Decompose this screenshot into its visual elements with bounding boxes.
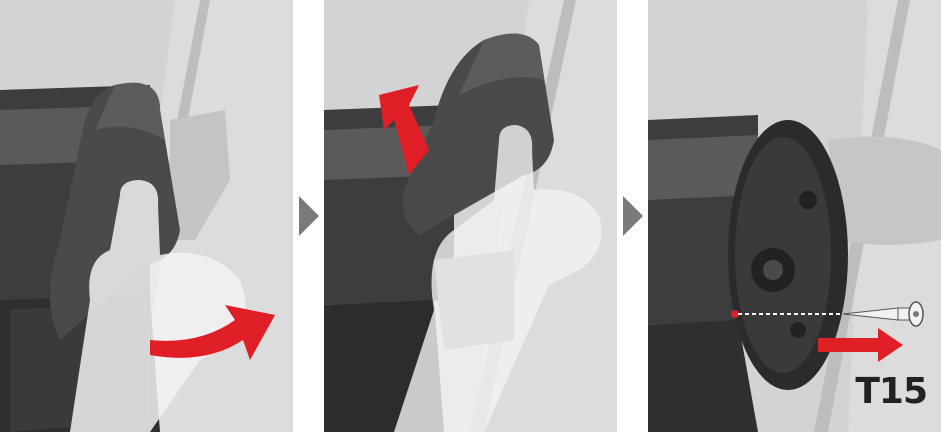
next-step-arrow-icon <box>293 0 324 432</box>
screw-hole <box>731 310 739 318</box>
step-2-panel <box>324 0 617 432</box>
next-step-arrow-icon <box>617 0 648 432</box>
step-1-panel <box>0 0 293 432</box>
tool-label-t15: T15 <box>855 371 927 412</box>
step-3-panel: T15 <box>648 0 941 432</box>
step-3-illustration <box>648 0 941 432</box>
step-2-illustration <box>324 0 617 432</box>
step-1-illustration <box>0 0 293 432</box>
